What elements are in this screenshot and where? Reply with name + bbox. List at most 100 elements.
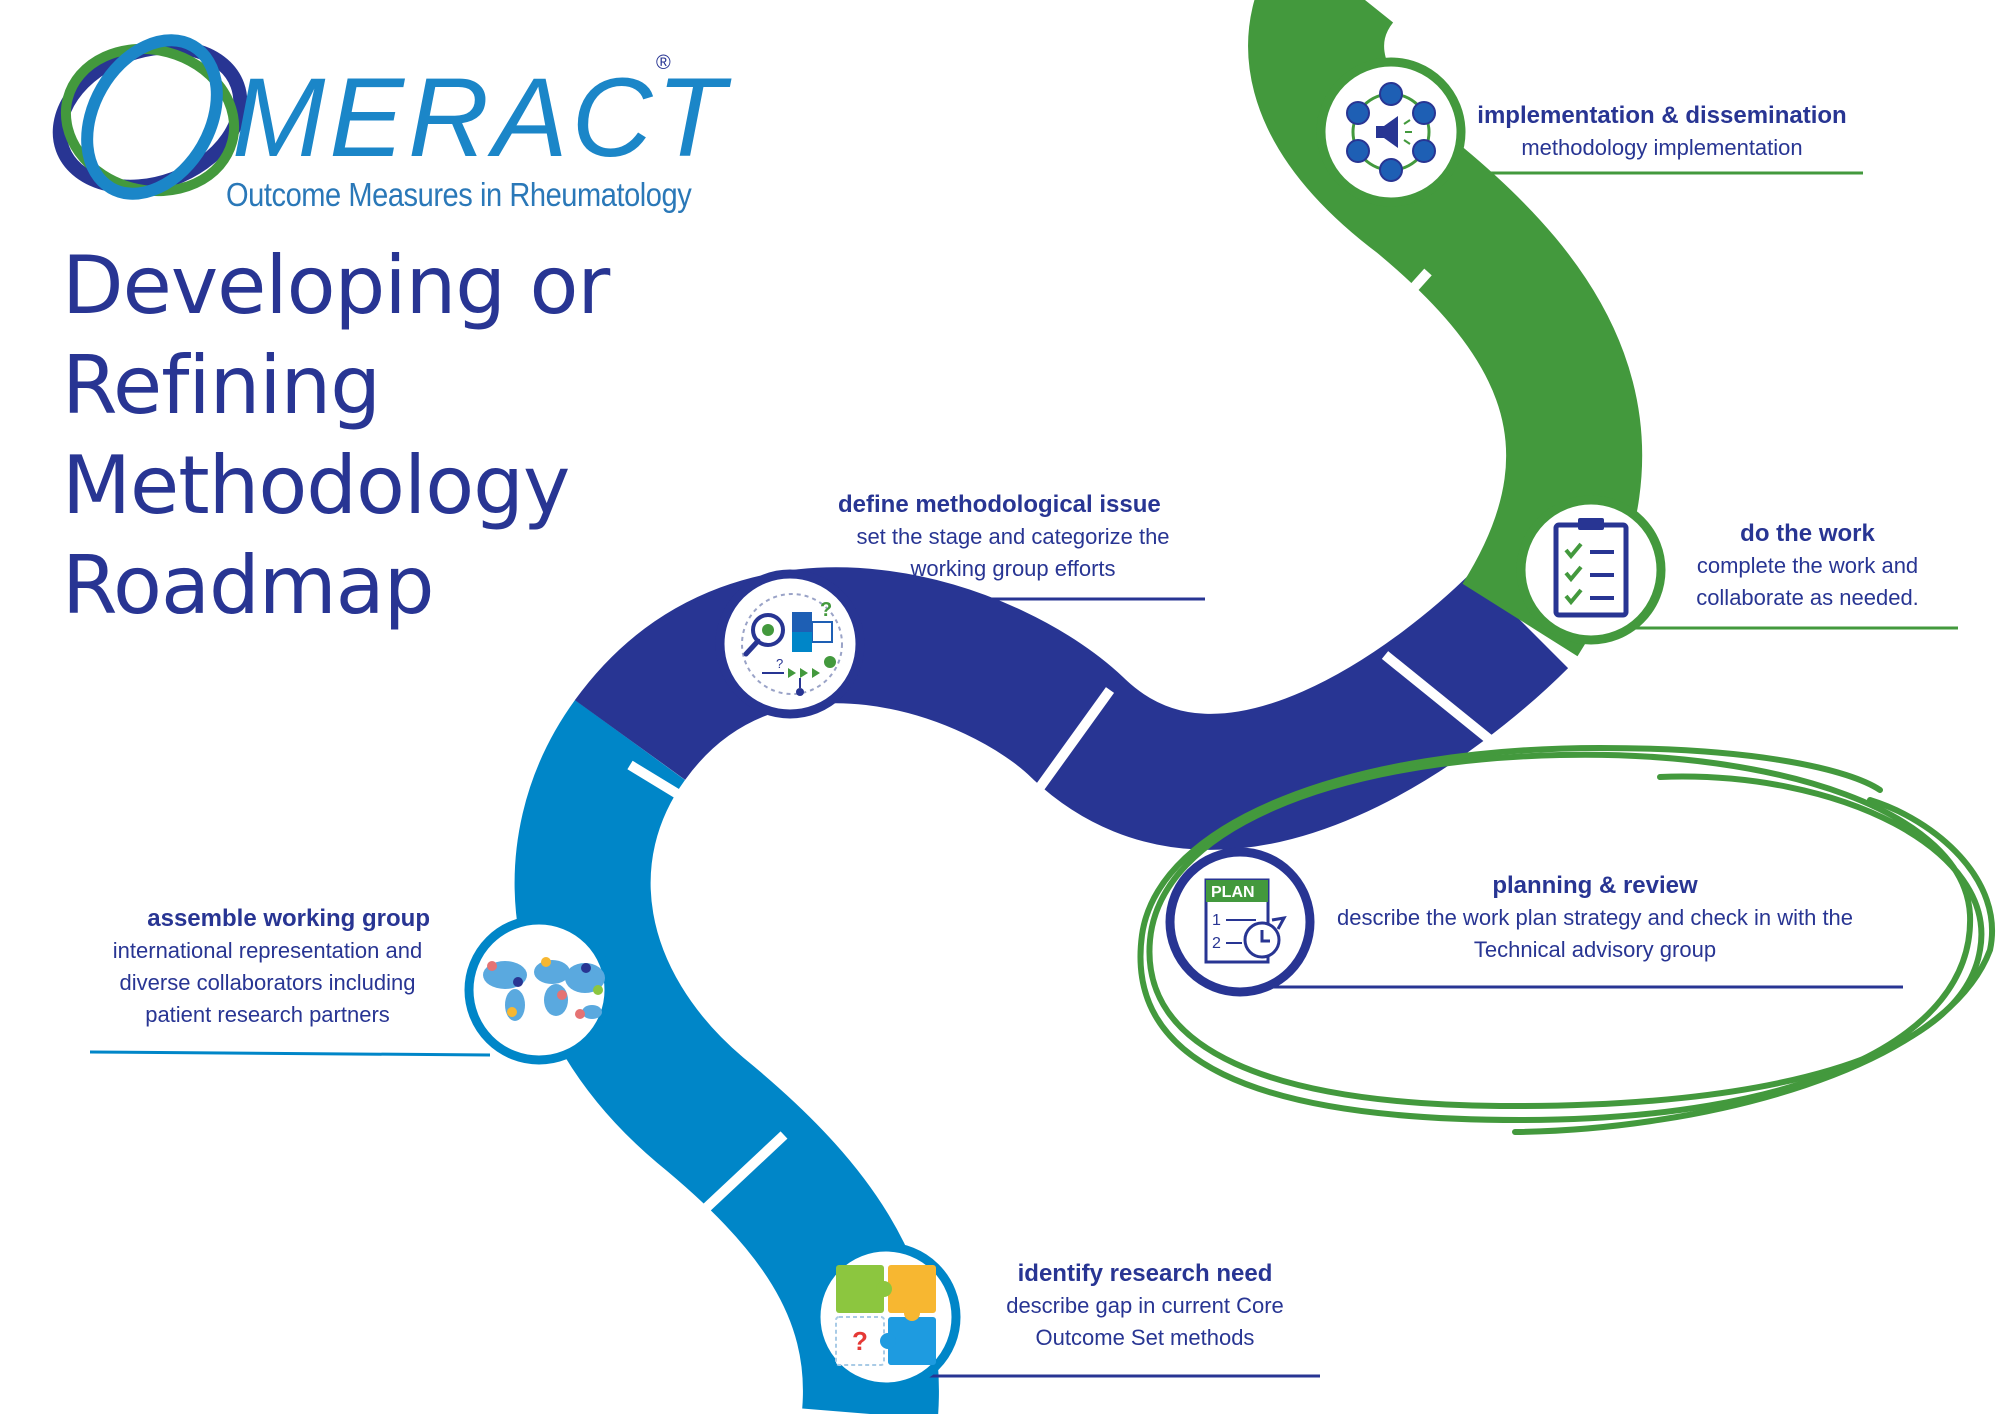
map-continent — [565, 963, 605, 993]
world-map-people-icon — [483, 957, 605, 1021]
step-define-methodological-issue: define methodological issue set the stag… — [828, 489, 1198, 585]
road-gap — [1381, 651, 1504, 752]
title-line: Methodology — [62, 439, 570, 532]
step-title: define methodological issue — [838, 491, 1161, 518]
clock-hands — [1260, 930, 1270, 943]
step-icon-planning: PLAN 1 2 — [1165, 847, 1315, 997]
map-continent — [505, 989, 525, 1021]
network-person — [1379, 82, 1403, 106]
step-title: identify research need — [1017, 1260, 1273, 1287]
check-mark — [1564, 588, 1583, 606]
flow-node — [824, 656, 836, 668]
map-continent — [582, 1005, 602, 1019]
sound-wave — [1403, 139, 1411, 145]
step-description: describe the work plan strategy and chec… — [1336, 905, 1854, 962]
road-gap — [1020, 687, 1115, 811]
network-person — [1412, 101, 1436, 125]
plan-clock-icon: PLAN 1 2 — [1204, 878, 1287, 964]
puzzle-piece-green — [836, 1265, 884, 1313]
magnifier-center — [762, 624, 774, 636]
puzzle-piece — [811, 621, 833, 643]
title-line: Refining — [62, 339, 381, 432]
step-icon-do-work — [1516, 495, 1666, 645]
person-avatar — [593, 985, 603, 995]
step-description: describe gap in current Core Outcome Set… — [1006, 1293, 1284, 1350]
question-mark: ? — [776, 656, 783, 671]
step-description: international representation and diverse… — [112, 938, 423, 1027]
step-title: assemble working group — [147, 905, 430, 932]
step-title: planning & review — [1492, 872, 1698, 899]
person-avatar — [575, 1009, 585, 1019]
network-person — [1379, 158, 1403, 182]
puzzle-knob — [904, 1305, 920, 1321]
step-icon-define: ? ? — [715, 569, 865, 719]
map-continent — [544, 984, 568, 1016]
logo-ring — [60, 43, 240, 197]
step-assemble-working-group: assemble working group international rep… — [90, 903, 445, 1031]
magnifier-handle — [743, 638, 761, 657]
question-mark: ? — [852, 1326, 868, 1356]
person-avatar — [541, 957, 551, 967]
puzzle-question-icon: ? — [835, 1265, 936, 1366]
dashed-orbit — [741, 593, 843, 695]
sound-wave — [1403, 119, 1411, 125]
road-gap — [684, 1131, 788, 1229]
scribble-loop — [1512, 797, 1995, 1135]
roadmap-road — [514, 0, 1643, 1414]
person-avatar — [557, 990, 567, 1000]
flow-chevrons — [788, 668, 820, 678]
step-icon-implementation — [1316, 57, 1466, 207]
road-gap — [627, 760, 748, 840]
callout-line — [89, 1050, 491, 1057]
callout-lines — [89, 171, 1958, 1378]
title-line: Roadmap — [62, 539, 434, 632]
step-planning-review: planning & review describe the work plan… — [1315, 870, 1875, 966]
step-description: methodology implementation — [1521, 135, 1803, 160]
road-gap — [1336, 268, 1432, 374]
step-description: complete the work and collaborate as nee… — [1696, 553, 1919, 610]
network-person — [1346, 101, 1370, 125]
flow-node — [796, 688, 804, 696]
check-mark — [1564, 542, 1583, 560]
omeract-wordmark: MERACT — [232, 55, 729, 180]
person-avatar — [513, 977, 523, 987]
clipboard-clip — [1578, 518, 1604, 530]
scribble-loop — [1146, 751, 1985, 1110]
plan-label: PLAN — [1211, 884, 1255, 901]
check-mark — [1564, 565, 1583, 583]
plan-number: 1 — [1212, 912, 1221, 929]
page-title: Developing or Refining Methodology Roadm… — [62, 236, 702, 636]
step-icon-identify: ? — [811, 1242, 961, 1392]
puzzle-knob — [880, 1333, 896, 1349]
step-do-the-work: do the work complete the work and collab… — [1665, 518, 1950, 614]
registered-mark: ® — [656, 52, 671, 74]
highlight-scribble-circle — [1137, 744, 1995, 1135]
person-avatar — [507, 1007, 517, 1017]
icon-ring — [464, 915, 614, 1065]
logo-ring — [81, 34, 223, 200]
clipboard-board — [1553, 522, 1629, 618]
puzzle-knob — [876, 1281, 892, 1297]
puzzle-piece-yellow — [888, 1265, 936, 1313]
step-description: set the stage and categorize the working… — [856, 524, 1170, 581]
step-title: do the work — [1740, 520, 1875, 547]
network-person — [1412, 139, 1436, 163]
step-identify-research-need: identify research need describe gap in c… — [970, 1258, 1320, 1354]
step-implementation-dissemination: implementation & dissemination methodolo… — [1462, 100, 1862, 164]
omeract-subtitle: Outcome Measures in Rheumatology — [226, 176, 692, 213]
puzzle-piece — [792, 632, 812, 652]
question-mark: ? — [820, 599, 832, 621]
plan-header — [1206, 880, 1268, 902]
title-line: Developing or — [62, 239, 610, 332]
person-avatar — [487, 961, 497, 971]
megaphone-network-icon — [1346, 82, 1436, 182]
road-segment-green — [1248, 0, 1643, 657]
magnifier-puzzle-flow-icon: ? ? — [741, 593, 843, 696]
person-avatar — [581, 963, 591, 973]
omeract-logo-mark — [52, 34, 248, 200]
clock-arrow — [1271, 916, 1287, 930]
checklist-clipboard-icon — [1553, 518, 1629, 618]
map-continent — [534, 960, 570, 984]
network-person — [1346, 139, 1370, 163]
